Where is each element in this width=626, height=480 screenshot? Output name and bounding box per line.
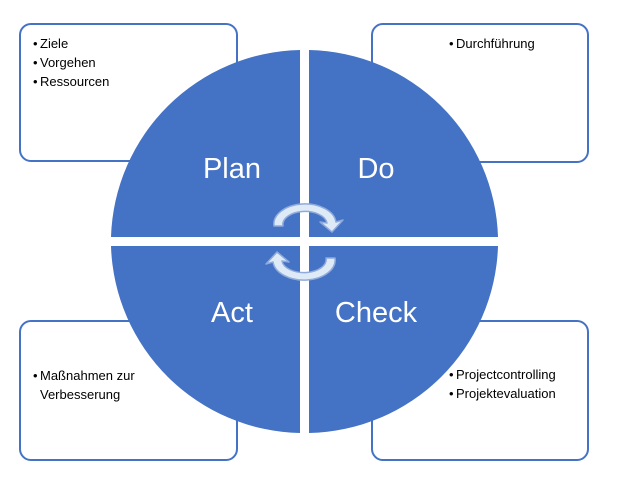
- do-quadrant: [309, 50, 498, 237]
- act-label: Act: [211, 297, 253, 329]
- act-note-item: Maßnahmen zur Verbesserung: [33, 366, 170, 404]
- plan-label: Plan: [203, 153, 261, 185]
- plan-note-item: Ziele: [33, 34, 236, 53]
- check-label: Check: [335, 297, 418, 329]
- plan-quadrant: [111, 50, 300, 237]
- do-note-item: Durchführung: [449, 34, 587, 53]
- act-quadrant: [111, 246, 300, 433]
- act-note-list: Maßnahmen zur Verbesserung: [33, 366, 236, 404]
- circular-arrow-icon: [273, 203, 344, 233]
- check-note-item: Projektevaluation: [449, 384, 587, 403]
- plan-note-item: Ressourcen: [33, 72, 236, 91]
- do-note-list: Durchführung: [449, 34, 587, 53]
- check-quadrant: [309, 246, 498, 433]
- check-note-list: Projectcontrolling Projektevaluation: [449, 365, 587, 403]
- circular-arrow-icon: [265, 251, 336, 281]
- plan-note-list: Ziele Vorgehen Ressourcen: [33, 34, 236, 91]
- check-note-item: Projectcontrolling: [449, 365, 587, 384]
- plan-note-item: Vorgehen: [33, 53, 236, 72]
- do-label: Do: [357, 153, 394, 185]
